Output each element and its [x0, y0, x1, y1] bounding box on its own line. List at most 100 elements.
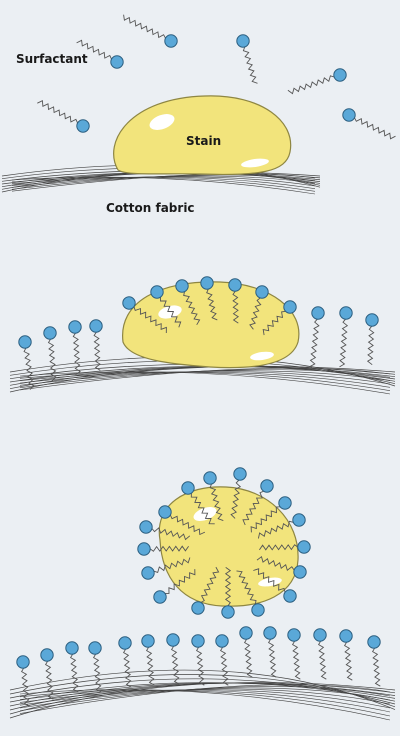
- surfactant-molecule-icon: [122, 296, 167, 334]
- surfactant-head: [200, 276, 214, 290]
- surfactant-molecule-icon: [153, 569, 196, 604]
- surfactant-tail: [371, 647, 381, 687]
- surfactant-head: [233, 467, 247, 481]
- surfactant-head: [76, 119, 90, 133]
- surfactant-head: [122, 296, 136, 310]
- surfactant-tail: [195, 646, 205, 686]
- surfactant-molecule-icon: [118, 636, 132, 688]
- surfactant-tail: [366, 325, 375, 366]
- surfactant-molecule-icon: [242, 479, 274, 526]
- surfactant-molecule-icon: [309, 306, 325, 371]
- surfactant-molecule-icon: [139, 520, 191, 541]
- stain-highlight: [193, 507, 217, 521]
- surfactant-tail: [339, 318, 349, 368]
- surfactant-tail: [37, 100, 79, 124]
- surfactant-molecule-icon: [88, 641, 102, 693]
- surfactant-tail: [267, 638, 277, 678]
- surfactant-head: [65, 641, 79, 655]
- surfactant-molecule-icon: [181, 481, 215, 525]
- surfactant-molecule-icon: [365, 313, 379, 366]
- surfactant-molecule-icon: [313, 628, 327, 680]
- surfactant-head: [89, 319, 103, 333]
- surfactant-molecule-icon: [89, 319, 103, 371]
- surfactant-head: [141, 634, 155, 648]
- surfactant-tail: [224, 567, 232, 607]
- surfactant-head: [263, 626, 277, 640]
- surfactant-tail: [23, 347, 35, 390]
- surfactant-molecule-icon: [257, 513, 306, 539]
- stain-blob-icon: [122, 281, 300, 369]
- surfactant-tail: [219, 646, 229, 686]
- surfactant-molecule-icon: [37, 100, 90, 133]
- surfactant-tail: [309, 318, 320, 371]
- surfactant-head: [110, 55, 124, 69]
- surfactant-head: [367, 635, 381, 649]
- surfactant-head: [215, 634, 229, 648]
- surfactant-molecule-icon: [141, 557, 191, 580]
- surfactant-head: [365, 313, 379, 327]
- surfactant-tail: [44, 660, 54, 700]
- surfactant-head: [228, 278, 242, 292]
- surfactant-tail: [209, 483, 224, 522]
- surfactant-tail: [242, 46, 258, 84]
- surfactant-tail: [122, 648, 132, 688]
- surfactant-molecule-icon: [191, 634, 205, 686]
- stain-highlight: [241, 158, 269, 168]
- surfactant-molecule-icon: [40, 648, 54, 700]
- surfactant-molecule-icon: [256, 555, 307, 579]
- surfactant-head: [141, 566, 155, 580]
- surfactant-tail: [236, 570, 257, 605]
- surfactant-head: [88, 641, 102, 655]
- surfactant-head: [255, 285, 269, 299]
- surfactant-head: [16, 655, 30, 669]
- surfactant-head: [191, 601, 205, 615]
- surfactant-molecule-icon: [43, 326, 57, 382]
- surfactant-head: [311, 306, 325, 320]
- surfactant-head: [166, 633, 180, 647]
- surfactant-tail: [343, 641, 353, 681]
- surfactant-head: [137, 542, 151, 556]
- stain-highlight: [158, 305, 182, 319]
- surfactant-tail: [287, 75, 335, 95]
- surfactant-tail: [317, 640, 327, 680]
- surfactant-molecule-icon: [215, 634, 229, 686]
- surfactant-molecule-icon: [150, 285, 182, 328]
- surfactant-tail: [354, 117, 396, 140]
- surfactant-head: [153, 590, 167, 604]
- surfactant-head: [260, 479, 274, 493]
- stain-blob-icon: [113, 95, 292, 176]
- surfactant-molecule-icon: [65, 641, 79, 693]
- surfactant-head: [236, 34, 250, 48]
- surfactant-tail: [170, 645, 180, 685]
- surfactant-tail: [259, 544, 299, 551]
- surfactant-tail: [92, 653, 102, 693]
- surfactant-molecule-icon: [137, 542, 189, 556]
- surfactant-head: [158, 505, 172, 519]
- surfactant-tail: [76, 39, 112, 60]
- surfactant-tail: [291, 640, 301, 680]
- surfactant-head: [164, 34, 178, 48]
- surfactant-molecule-icon: [339, 306, 353, 368]
- stain-highlight: [149, 114, 175, 130]
- surfactant-head: [18, 335, 32, 349]
- surfactant-head: [239, 626, 253, 640]
- surfactant-tail: [72, 332, 81, 376]
- surfactant-molecule-icon: [342, 108, 396, 140]
- cotton-fabric-label: Cotton fabric: [106, 201, 195, 215]
- surfactant-tail: [20, 667, 30, 707]
- surfactant-tail: [133, 306, 167, 334]
- surfactant-tail: [123, 14, 166, 39]
- surfactant-tail: [249, 297, 262, 330]
- surfactant-head: [333, 68, 347, 82]
- surfactant-head: [191, 634, 205, 648]
- cotton-fabric-icon: [9, 669, 396, 721]
- surfactant-molecule-icon: [68, 320, 82, 376]
- stain-1: [113, 95, 292, 176]
- surfactant-molecule-icon: [287, 68, 347, 95]
- surfactant-head: [43, 326, 57, 340]
- surfactant-molecule-icon: [76, 39, 124, 69]
- surfactant-head: [139, 520, 153, 534]
- surfactant-head: [175, 279, 189, 293]
- surfactant-tail: [149, 545, 189, 552]
